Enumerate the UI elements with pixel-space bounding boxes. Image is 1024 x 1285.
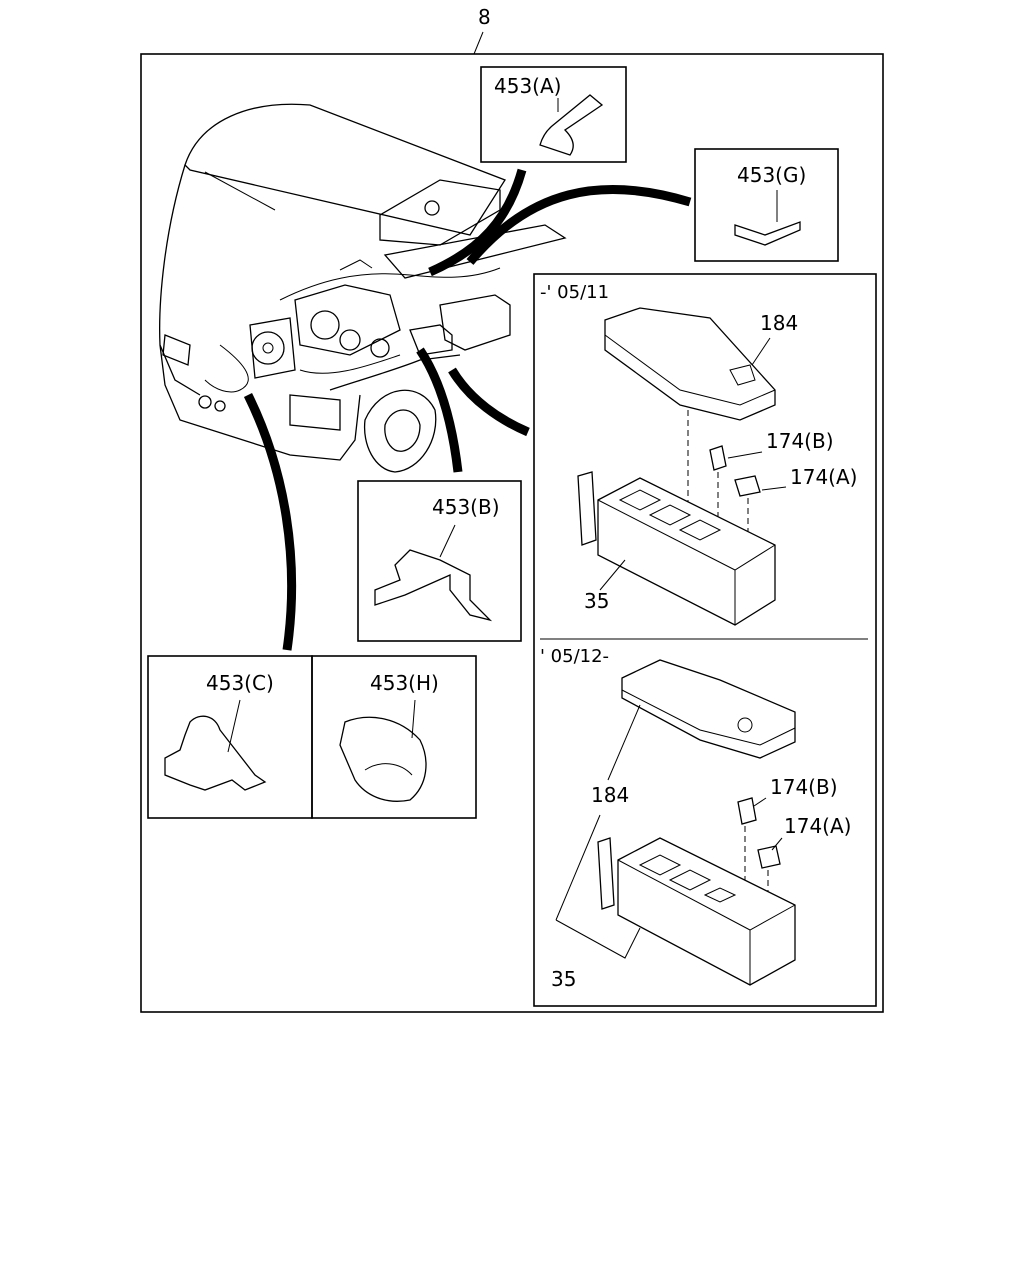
washer-tank [379,179,501,246]
headlight-right [289,394,341,431]
variant-late: ' 05/12- 184 174(B) 174(A) 35 [540,646,851,991]
assembly-ref-label: 8 [478,5,491,29]
variant-early-box-label: 35 [584,589,609,613]
callout-453g: 453(G) [694,148,839,262]
fender-line [329,354,461,391]
connector-fusebox [448,367,530,437]
variant-early-cover-label: 184 [760,311,798,335]
relay-174b-early [709,445,727,471]
fusebox-bracket-early [577,471,597,546]
connector-453c [243,393,297,651]
headlight-left [162,334,191,366]
variant-late-date: ' 05/12- [540,646,609,667]
cowl-panel [383,224,567,279]
outer-frame [140,53,884,1013]
fusebox-panel [533,273,877,1007]
connector-453b [416,347,463,473]
relay-box-in-car [409,324,453,356]
variant-early-relay-b-label: 174(B) [766,429,834,453]
callout-453c-label: 453(C) [206,671,274,695]
fusebox-base-late [617,837,796,986]
fusebox-cover-early [604,307,776,421]
fusebox-base-early [597,477,776,626]
bracket-453b [374,549,493,622]
connector-453a [428,168,527,277]
callout-453g-label: 453(G) [737,163,806,187]
variant-early-date: -' 05/11 [540,282,609,303]
harness-main [279,267,501,301]
relay-174a-early [734,475,761,497]
connector-453g [466,184,692,265]
bracket-453g [734,221,801,246]
front-bumper [159,344,361,461]
relay-174a-late [757,845,781,869]
variant-early: -' 05/11 184 174(B) 174(A) 35 [540,282,857,626]
windshield-edge [159,164,201,396]
connector-curves [243,168,692,651]
variant-early-relay-a-label: 174(A) [790,465,857,489]
callout-453a: 453(A) [480,66,627,163]
variant-late-box-label: 35 [551,967,576,991]
battery [439,294,511,351]
variant-late-cover-label: 184 [591,783,629,807]
callout-453b-label: 453(B) [432,495,500,519]
assembly-ref-leader [473,31,484,55]
fusebox-cover-late [621,659,796,759]
bracket-453c [164,715,267,791]
callout-453c: 453(C) [147,655,313,819]
cooling-fan [251,331,285,365]
callout-453b: 453(B) [357,480,522,642]
bracket-453a [539,94,604,156]
fusebox-bracket-late [597,837,615,910]
callout-453h: 453(H) [311,655,477,819]
harness-front [204,344,249,393]
radiator [249,317,296,379]
callout-453h-label: 453(H) [370,671,439,695]
variant-late-relay-a-label: 174(A) [784,814,851,838]
bracket-453h [339,716,427,802]
hood-open [184,103,506,236]
vehicle-illustration [159,103,567,473]
front-wheel [363,389,437,473]
variant-late-relay-b-label: 174(B) [770,775,838,799]
engine-block [294,284,401,356]
relay-174b-late [737,797,757,825]
callout-453a-label: 453(A) [494,74,561,98]
